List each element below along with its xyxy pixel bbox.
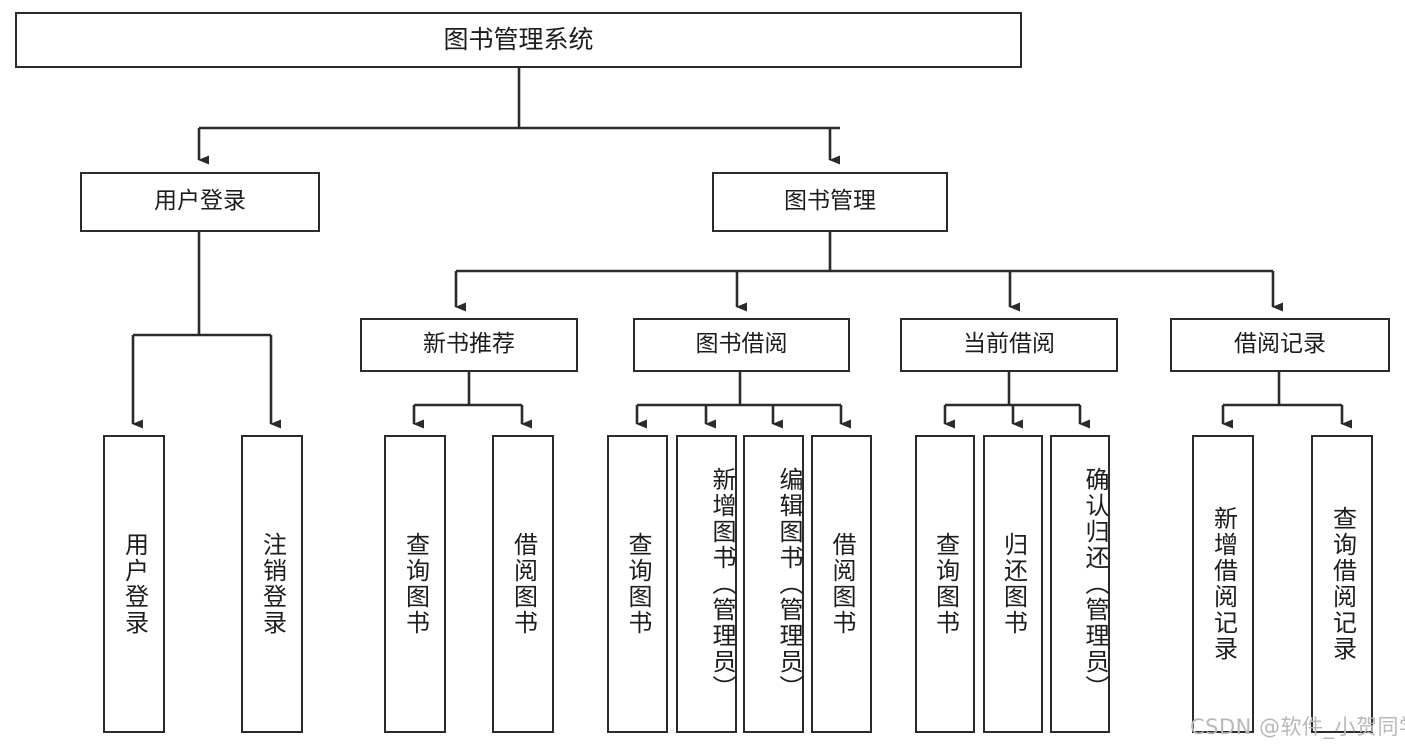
node-book-borrow[interactable]: 图书借阅 [633, 318, 850, 372]
leaf-query-borrow-record[interactable]: 查询借阅记录 [1311, 435, 1373, 733]
node-label: 查询图书 [401, 532, 430, 636]
node-label: 图书管理系统 [443, 25, 594, 54]
leaf-user-login[interactable]: 用户登录 [103, 435, 165, 733]
leaf-confirm-return[interactable]: 确认归还（管理员） [1050, 435, 1110, 733]
node-label: 查询图书 [623, 532, 652, 636]
node-label: 新书推荐 [423, 331, 515, 358]
node-label: 当前借阅 [963, 331, 1055, 358]
node-label: 新增借阅记录 [1209, 506, 1238, 662]
node-label: 查询图书 [931, 532, 960, 636]
leaf-query-book-current[interactable]: 查询图书 [915, 435, 975, 733]
node-label: 图书管理 [784, 188, 876, 215]
leaf-query-book-recommend[interactable]: 查询图书 [384, 435, 446, 733]
node-borrow-record[interactable]: 借阅记录 [1170, 318, 1390, 372]
node-label: 借阅记录 [1234, 331, 1326, 358]
leaf-add-borrow-record[interactable]: 新增借阅记录 [1192, 435, 1254, 733]
node-label: 借阅图书 [827, 532, 856, 636]
node-label: 用户登录 [154, 188, 246, 215]
node-label: 新增图书（管理员） [708, 467, 736, 701]
csdn-watermark: CSDN @软件_小贺同学 [1190, 715, 1405, 739]
leaf-borrow-book[interactable]: 借阅图书 [811, 435, 872, 733]
leaf-edit-book[interactable]: 编辑图书（管理员） [743, 435, 804, 733]
node-label: 借阅图书 [509, 532, 538, 636]
leaf-query-book-borrow[interactable]: 查询图书 [607, 435, 668, 733]
node-label: 归还图书 [999, 532, 1028, 636]
leaf-borrow-book-recommend[interactable]: 借阅图书 [492, 435, 554, 733]
node-label: 用户登录 [120, 532, 149, 636]
node-label: 查询借阅记录 [1328, 506, 1357, 662]
node-new-book-recommend[interactable]: 新书推荐 [360, 318, 578, 372]
node-root-system[interactable]: 图书管理系统 [15, 12, 1022, 68]
node-label: 确认归还（管理员） [1081, 467, 1109, 701]
leaf-return-book[interactable]: 归还图书 [983, 435, 1043, 733]
node-book-manage[interactable]: 图书管理 [712, 172, 948, 232]
node-label: 注销登录 [258, 532, 287, 636]
leaf-logout-login[interactable]: 注销登录 [241, 435, 303, 733]
node-label: 编辑图书（管理员） [775, 467, 803, 701]
node-user-login[interactable]: 用户登录 [80, 172, 320, 232]
node-current-borrow[interactable]: 当前借阅 [900, 318, 1118, 372]
node-label: 图书借阅 [695, 331, 788, 358]
leaf-add-book[interactable]: 新增图书（管理员） [676, 435, 737, 733]
